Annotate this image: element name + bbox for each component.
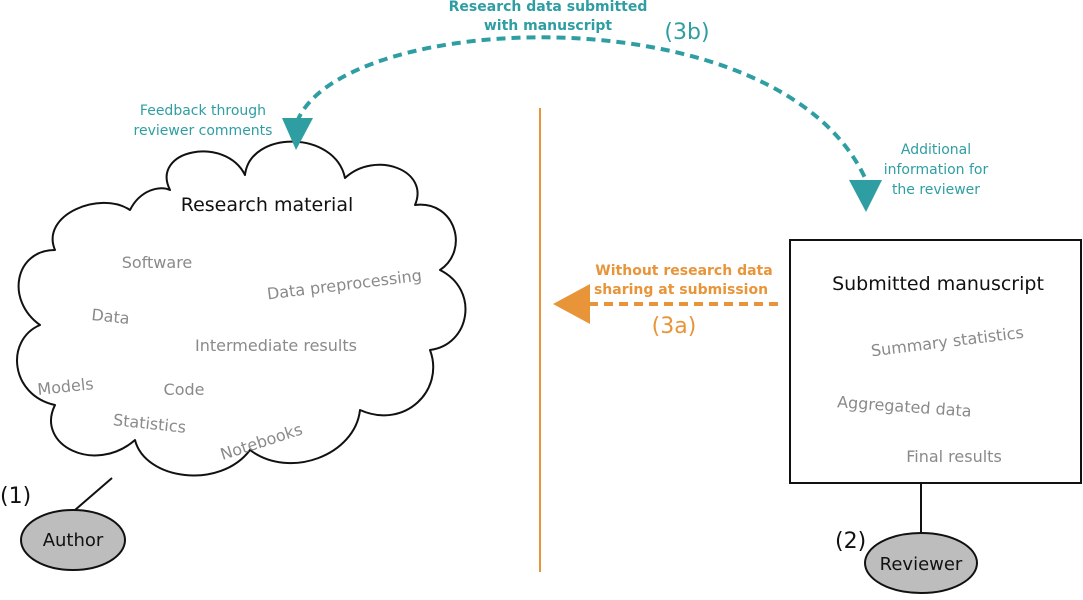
- arrow-3b-step: (3b): [664, 20, 709, 45]
- arrow-3a-head: [553, 284, 590, 324]
- author-label: Author: [43, 530, 104, 551]
- author-connector: [74, 477, 113, 511]
- arrow-3a-label-line1: Without research data: [595, 263, 772, 279]
- arrow-3a-label-line2: sharing at submission: [594, 282, 768, 298]
- author-ellipse: [20, 509, 126, 571]
- additional-info-label-line3: the reviewer: [892, 182, 980, 198]
- reviewer-ellipse: [864, 532, 978, 594]
- feedback-label-line1: Feedback through: [140, 103, 266, 119]
- manuscript-item-final-results: Final results: [906, 447, 1002, 466]
- additional-info-label-line1: Additional: [901, 142, 971, 158]
- author-group: (1) Author: [0, 477, 126, 571]
- arrow-3b-arc: [295, 35, 868, 181]
- cloud-item-intermediate-results: Intermediate results: [195, 336, 357, 355]
- reviewer-group: (2) Reviewer: [835, 483, 978, 594]
- arrow-3b-head-feedback: [282, 118, 313, 150]
- arrow-3b-top-label-line2: with manuscript: [484, 18, 613, 34]
- arrow-3b-head-reviewer: [849, 180, 882, 212]
- manuscript-title: Submitted manuscript: [832, 273, 1044, 295]
- additional-info-label-line2: information for: [884, 162, 989, 178]
- research-material-cloud: Research material Software Data preproce…: [16, 140, 467, 477]
- cloud-shape: [16, 140, 467, 477]
- arrow-3a-step: (3a): [652, 314, 697, 339]
- cloud-item-data: Data: [91, 305, 131, 328]
- cloud-item-code: Code: [164, 380, 205, 399]
- feedback-label-line2: reviewer comments: [134, 123, 273, 139]
- author-step-label: (1): [0, 484, 31, 509]
- arrow-3a-group: Without research data sharing at submiss…: [553, 263, 778, 339]
- cloud-title: Research material: [181, 194, 354, 216]
- submitted-manuscript-box: Submitted manuscript Summary statistics …: [789, 239, 1082, 484]
- cloud-item-software: Software: [122, 253, 193, 272]
- arrow-3b-group: Research data submitted with manuscript …: [134, 0, 989, 212]
- reviewer-label: Reviewer: [880, 554, 963, 575]
- arrow-3b-top-label-line1: Research data submitted: [449, 0, 648, 15]
- reviewer-step-label: (2): [835, 529, 866, 554]
- manuscript-rect: [789, 239, 1082, 484]
